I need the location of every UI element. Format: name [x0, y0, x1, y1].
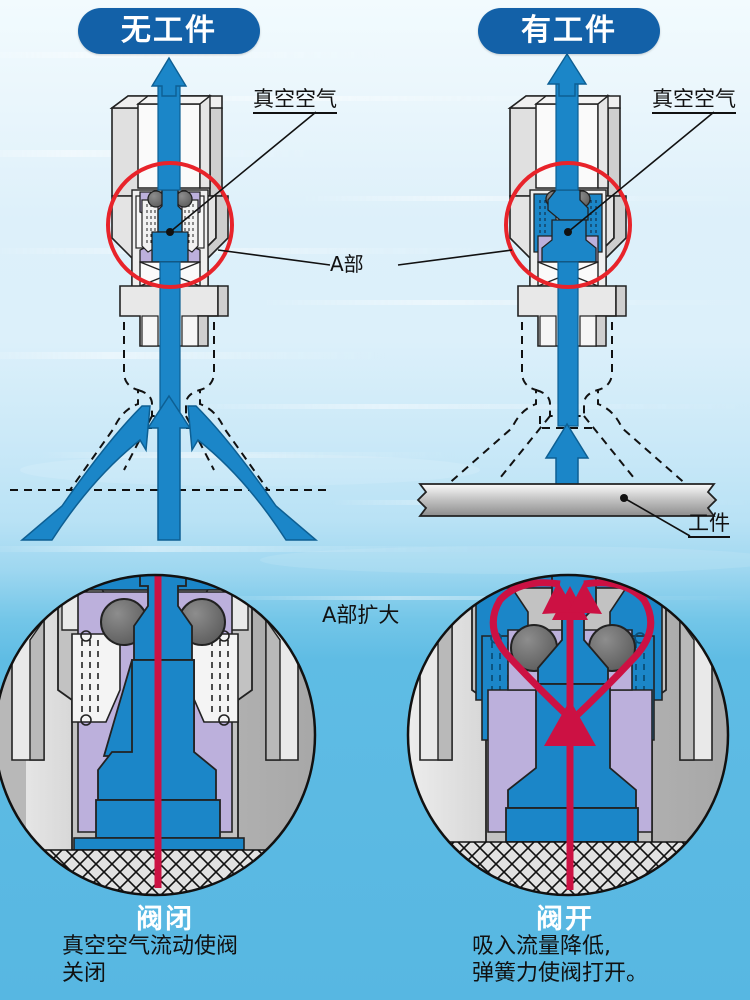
caption-body-valve-closed: 真空空气流动使阀 关闭: [62, 934, 239, 986]
label-workpiece: 工件: [688, 511, 730, 539]
label-vacuum-air-right: 真空空气: [652, 87, 736, 115]
enlarged-detail-right: [406, 573, 730, 897]
label-detail-a: A部: [330, 252, 364, 276]
label-detail-a-enlarged: A部扩大: [322, 603, 400, 627]
badge-no-workpiece: 无工件: [78, 8, 260, 54]
badge-with-workpiece: 有工件: [478, 8, 660, 54]
right-nozzle-assembly: [397, 52, 718, 537]
caption-title-valve-open: 阀开: [536, 904, 594, 935]
caption-body-valve-open: 吸入流量降低, 弹簧力使阀打开。: [472, 934, 649, 986]
label-vacuum-air-left: 真空空气: [253, 87, 337, 115]
caption-title-valve-closed: 阀闭: [136, 904, 194, 935]
left-nozzle-assembly: [10, 56, 331, 541]
